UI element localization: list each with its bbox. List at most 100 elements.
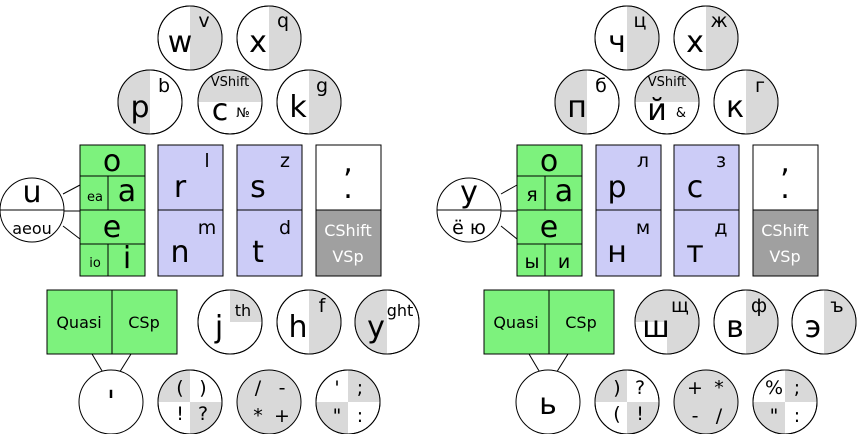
key-circle-short-i[interactable]: VShift й & <box>634 69 700 135</box>
symbol-tl: ) <box>613 377 620 399</box>
vowel-o-label: о <box>540 144 558 179</box>
key-alt-label: ж <box>710 10 727 32</box>
consonant-block-st[interactable]: с з т д <box>673 144 740 277</box>
vowel-i-label: и <box>558 251 570 273</box>
symbol-bl: ! <box>176 403 184 425</box>
key-alt-label: г <box>755 75 765 97</box>
key-bottom-label: т <box>686 235 703 270</box>
key-top-label: с <box>687 170 704 205</box>
apostrophe-key-circle[interactable]: ' <box>78 369 144 434</box>
symbol-key-parens[interactable]: ( ) ! ? <box>157 369 223 434</box>
key-circle-pe[interactable]: п б <box>554 69 620 135</box>
key-alt-label: th <box>235 301 251 320</box>
symbol-tr: ; <box>357 377 363 399</box>
key-circle-c[interactable]: VShift c № <box>197 69 263 135</box>
key-circle-ve[interactable]: в ф <box>713 289 779 355</box>
csp-label: CSp <box>565 313 596 332</box>
key-main-label: ' <box>107 385 115 420</box>
vowel-key-circle[interactable]: у ё ю <box>436 175 502 243</box>
vowel-i-label: i <box>123 241 131 276</box>
key-main-label: в <box>726 310 744 345</box>
key-alt-label: ght <box>387 301 414 320</box>
key-circle-e[interactable]: э ъ <box>791 289 857 355</box>
symbol-tl: / <box>255 377 262 399</box>
key-circle-j[interactable]: j th <box>197 289 263 355</box>
key-circle-ka[interactable]: к г <box>713 69 779 135</box>
key-circle-w[interactable]: w v <box>157 5 223 71</box>
key-main-label: x <box>249 25 267 60</box>
vowel-y-label: ы <box>524 251 539 273</box>
key-circle-che[interactable]: ч ц <box>594 5 660 71</box>
vowel-key-circle[interactable]: u aeou <box>0 175 65 243</box>
symbol-tl: % <box>765 377 783 399</box>
comma-label: , <box>780 145 790 180</box>
vowel-block[interactable]: о я а е ы и <box>516 144 583 277</box>
symbol-tl: ' <box>334 377 339 399</box>
key-circle-sha[interactable]: ш щ <box>634 289 700 355</box>
consonant-block-rn[interactable]: r l n m <box>157 144 224 277</box>
key-circle-p[interactable]: p b <box>117 69 183 135</box>
key-sub-label: & <box>676 106 686 121</box>
symbol-bl: ( <box>613 403 620 425</box>
symbol-key-operators[interactable]: + * - / <box>673 369 739 434</box>
period-label: . <box>343 171 353 206</box>
key-main-label: h <box>288 310 307 345</box>
quasi-label: Quasi <box>56 313 101 332</box>
punctuation-shift-block[interactable]: , . CShift VSp <box>315 144 382 277</box>
key-alt-label: ф <box>751 295 767 317</box>
symbol-tl: + <box>687 377 703 399</box>
key-alt-label: ъ <box>830 295 843 317</box>
symbol-br: + <box>274 405 290 427</box>
key-main-label: ь <box>539 387 557 422</box>
symbol-tr: ; <box>794 377 800 399</box>
consonant-block-rn[interactable]: р л н м <box>595 144 662 277</box>
key-top-alt-label: z <box>280 150 290 172</box>
symbol-bl: - <box>692 405 699 427</box>
symbol-tr: - <box>279 377 286 399</box>
vowel-o-label: o <box>103 144 121 179</box>
vshift-label: VShift <box>648 75 686 90</box>
key-bottom-alt-label: m <box>198 217 217 239</box>
symbol-key-quotes[interactable]: ' ; " : <box>315 369 381 434</box>
key-circle-k[interactable]: k g <box>276 69 342 135</box>
key-main-label: э <box>805 310 821 345</box>
quasi-space-bar[interactable]: Quasi CSp <box>483 289 615 355</box>
key-bottom-label: n <box>170 235 189 270</box>
comma-label: , <box>343 145 353 180</box>
key-circle-y[interactable]: y ght <box>354 289 420 355</box>
punctuation-shift-block[interactable]: , . CShift VSp <box>752 144 819 277</box>
key-main-label: y <box>367 310 385 345</box>
quasi-label: Quasi <box>493 313 538 332</box>
soft-sign-key-circle[interactable]: ь <box>515 369 581 434</box>
symbol-key-operators[interactable]: / - * + <box>236 369 302 434</box>
key-alt-label: ц <box>634 10 647 32</box>
key-sub-label: № <box>236 106 250 121</box>
vowel-block[interactable]: o ea a e io i <box>79 144 146 277</box>
symbol-tr: ) <box>199 377 206 399</box>
key-main-label: й <box>647 93 667 128</box>
cyrillic-layout: ч ц х ж п б VShift й & <box>436 5 857 434</box>
csp-label: CSp <box>128 313 159 332</box>
symbol-br: ? <box>198 403 208 425</box>
key-circle-x[interactable]: x q <box>236 5 302 71</box>
key-main-label: j <box>214 310 223 345</box>
key-circle-kha[interactable]: х ж <box>673 5 739 71</box>
key-circle-h[interactable]: h f <box>276 289 342 355</box>
key-main-label: c <box>212 93 229 128</box>
key-main-label: u <box>22 175 41 210</box>
key-top-label: s <box>250 170 266 205</box>
vsp-label: VSp <box>769 247 800 266</box>
latin-layout: w v x q p b VShift c № <box>0 5 420 434</box>
key-alt-label: g <box>316 75 328 97</box>
symbol-key-quotes[interactable]: % ; " : <box>752 369 818 434</box>
vowel-e-label: е <box>540 210 558 245</box>
key-main-label: w <box>168 25 193 60</box>
consonant-block-st[interactable]: s z t d <box>236 144 303 277</box>
quasi-space-bar[interactable]: Quasi CSp <box>46 289 178 355</box>
key-top-label: р <box>607 170 626 205</box>
period-label: . <box>780 171 790 206</box>
key-main-label: п <box>567 90 587 125</box>
vowel-ya-label: я <box>526 184 537 206</box>
symbol-key-parens[interactable]: ) ? ( ! <box>594 369 660 434</box>
